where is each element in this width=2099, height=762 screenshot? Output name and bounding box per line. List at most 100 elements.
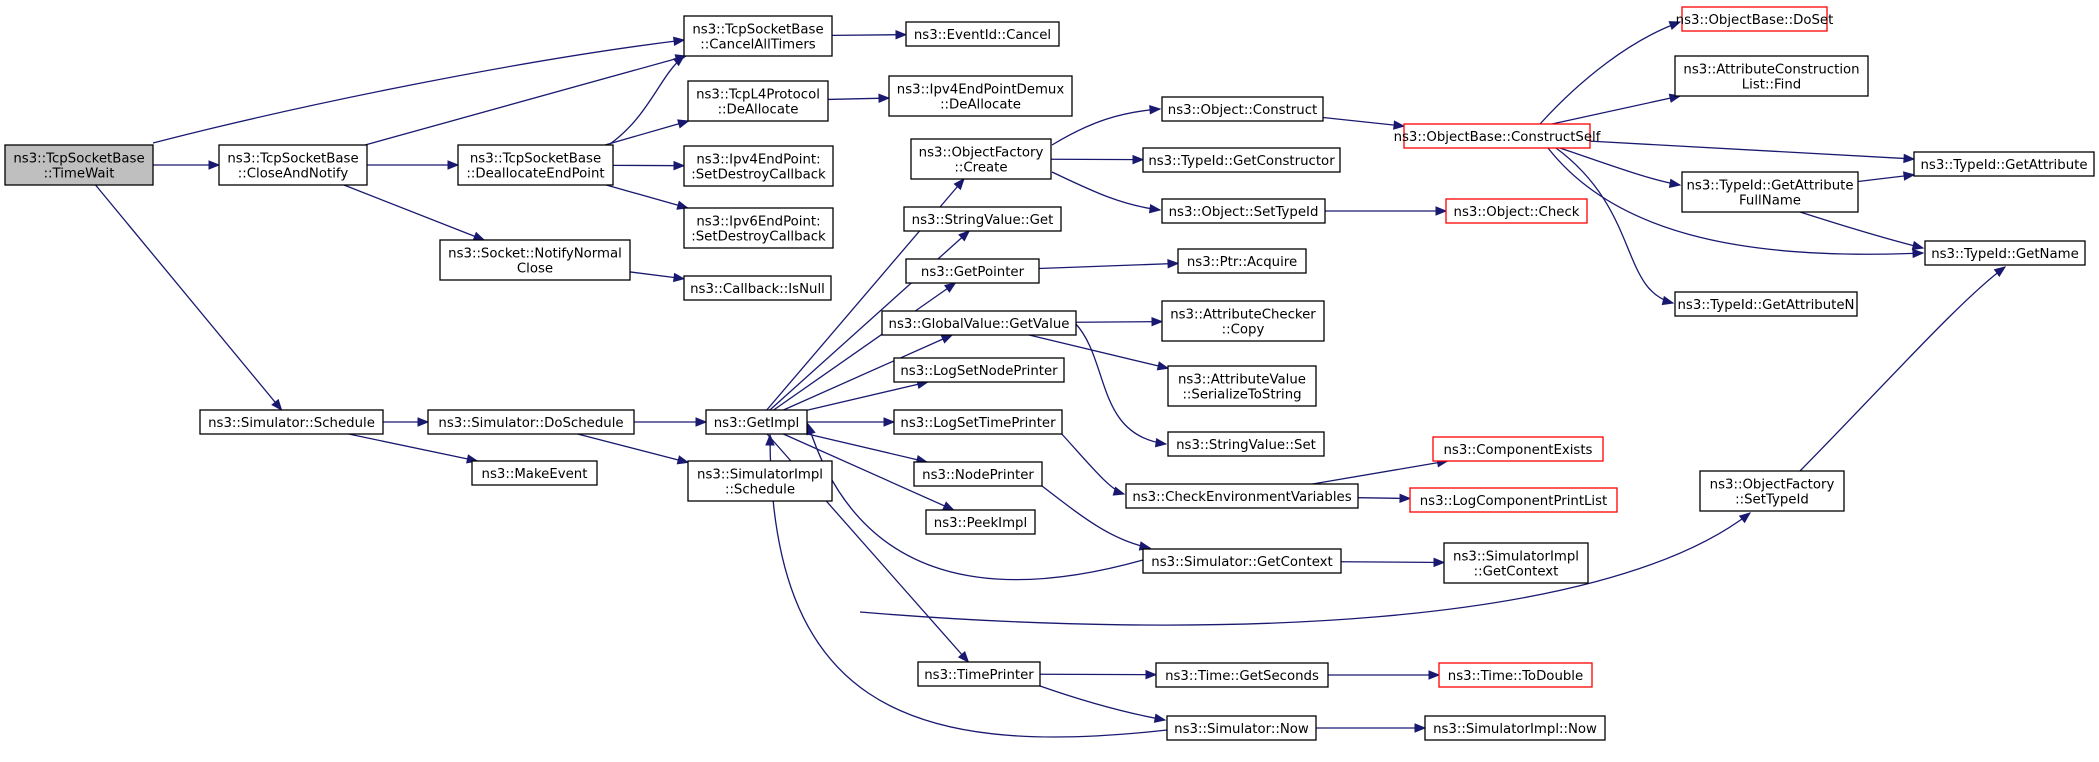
node-timewait[interactable]: ns3::TcpSocketBase::TimeWait xyxy=(4,144,154,186)
node-box xyxy=(1432,436,1604,462)
node-ipv6destroy[interactable]: ns3::Ipv6EndPoint::SetDestroyCallback xyxy=(683,207,834,249)
node-label-line: ns3::GetPointer xyxy=(921,265,1025,280)
node-box xyxy=(1681,6,1828,32)
node-simdoschedule[interactable]: ns3::Simulator::DoSchedule xyxy=(427,409,635,435)
node-cancelalltimers[interactable]: ns3::TcpSocketBase::CancelAllTimers xyxy=(683,15,833,57)
node-label-line: List::Find xyxy=(1742,78,1801,93)
node-objfactorycreate[interactable]: ns3::ObjectFactory::Create xyxy=(910,138,1052,180)
node-objcheck[interactable]: ns3::Object::Check xyxy=(1445,198,1588,224)
edge-timewait-to-closeandnotify xyxy=(153,160,221,170)
node-simimplschedule[interactable]: ns3::SimulatorImpl::Schedule xyxy=(687,460,833,502)
node-objbasedoset[interactable]: ns3::ObjectBase::DoSet xyxy=(1676,6,1834,32)
edge-timegetseconds-to-timetodouble xyxy=(1328,670,1441,680)
node-box xyxy=(1142,147,1341,173)
node-simimplnow[interactable]: ns3::SimulatorImpl::Now xyxy=(1424,715,1606,741)
node-objconstruct[interactable]: ns3::Object::Construct xyxy=(1161,96,1324,122)
node-simschedule[interactable]: ns3::Simulator::Schedule xyxy=(199,409,384,435)
node-label-line: ns3::Ipv4EndPointDemux xyxy=(897,83,1065,98)
node-label-line: ns3::Object::Construct xyxy=(1168,103,1317,118)
node-box xyxy=(457,144,614,186)
node-label-line: ns3::Simulator::Now xyxy=(1174,722,1309,737)
node-label-line: ::Schedule xyxy=(725,483,795,498)
node-label-line: ns3::PeekImpl xyxy=(934,516,1027,531)
node-box xyxy=(439,239,631,281)
node-stringvalueset[interactable]: ns3::StringValue::Set xyxy=(1167,431,1325,457)
node-timeprinter[interactable]: ns3::TimePrinter xyxy=(917,661,1041,687)
node-label-line: ::CloseAndNotify xyxy=(238,167,349,182)
node-closeandnotify[interactable]: ns3::TcpSocketBase::CloseAndNotify xyxy=(218,144,368,186)
node-box xyxy=(683,145,834,187)
edge-tcpl4dealloc-to-ipv4demuxdealloc xyxy=(827,93,891,104)
node-nodeprinter[interactable]: ns3::NodePrinter xyxy=(913,461,1043,487)
node-checkenv[interactable]: ns3::CheckEnvironmentVariables xyxy=(1125,483,1359,509)
edge-cancelalltimers-to-eventidcancel xyxy=(831,30,908,40)
node-box xyxy=(1161,96,1324,122)
node-label-line: ns3::Time::GetSeconds xyxy=(1165,669,1319,684)
node-makeevent[interactable]: ns3::MakeEvent xyxy=(471,460,598,486)
node-globalvaluegetvalue[interactable]: ns3::GlobalValue::GetValue xyxy=(881,310,1077,336)
edge-closeandnotify-to-notifynormalclose xyxy=(343,184,486,241)
edge-checkenv-to-componentexists xyxy=(1312,458,1449,485)
edge-typeidgetattributefullname-to-typeidgetname xyxy=(1799,211,1925,251)
node-simgetcontext[interactable]: ns3::Simulator::GetContext xyxy=(1142,548,1342,574)
node-box xyxy=(1674,291,1858,317)
node-componentexists[interactable]: ns3::ComponentExists xyxy=(1432,436,1604,462)
node-stringvalueget[interactable]: ns3::StringValue::Get xyxy=(903,206,1062,232)
node-timetodouble[interactable]: ns3::Time::ToDouble xyxy=(1438,662,1593,688)
node-box xyxy=(1177,248,1307,274)
node-ptracquire[interactable]: ns3::Ptr::Acquire xyxy=(1177,248,1307,274)
edge-objbaseconstructself-to-objbasedoset xyxy=(1539,21,1682,125)
node-label-line: ns3::Socket::NotifyNormal xyxy=(448,247,622,262)
node-label-line: ns3::AttributeChecker xyxy=(1170,308,1316,323)
node-box xyxy=(1681,171,1859,213)
edge-deallocateendpoint-to-ipv4destroy xyxy=(612,160,686,171)
node-objfactorysettypeid[interactable]: ns3::ObjectFactory::SetTypeId xyxy=(1699,470,1845,512)
node-box xyxy=(905,258,1040,284)
node-label-line: ::DeAllocate xyxy=(718,103,799,118)
node-label-line: ::Copy xyxy=(1222,323,1265,338)
node-timegetseconds[interactable]: ns3::Time::GetSeconds xyxy=(1155,662,1329,688)
node-tcpl4dealloc[interactable]: ns3::TcpL4Protocol::DeAllocate xyxy=(687,80,829,122)
node-objsettypeid[interactable]: ns3::Object::SetTypeId xyxy=(1161,198,1326,224)
node-label-line: ns3::Simulator::DoSchedule xyxy=(438,416,623,431)
node-objbaseconstructself[interactable]: ns3::ObjectBase::ConstructSelf xyxy=(1394,123,1601,149)
node-typeidgetattribute[interactable]: ns3::TypeId::GetAttribute xyxy=(1913,151,2095,177)
node-box xyxy=(1155,662,1329,688)
edge-getpointer-to-ptracquire xyxy=(1038,259,1180,270)
node-attrcheckercopy[interactable]: ns3::AttributeChecker::Copy xyxy=(1161,300,1325,342)
node-deallocateendpoint[interactable]: ns3::TcpSocketBase::DeallocateEndPoint xyxy=(457,144,614,186)
node-logsetnodeprinter[interactable]: ns3::LogSetNodePrinter xyxy=(893,357,1065,383)
edge-closeandnotify-to-cancelalltimers xyxy=(364,54,688,146)
edge-getimpl-to-getpointer xyxy=(773,282,957,411)
node-getpointer[interactable]: ns3::GetPointer xyxy=(905,258,1040,284)
node-simnow[interactable]: ns3::Simulator::Now xyxy=(1166,715,1317,741)
node-ipv4destroy[interactable]: ns3::Ipv4EndPoint::SetDestroyCallback xyxy=(683,145,834,187)
node-logcomponentprintlist[interactable]: ns3::LogComponentPrintList xyxy=(1409,487,1618,513)
node-ipv4demuxdealloc[interactable]: ns3::Ipv4EndPointDemux::DeAllocate xyxy=(888,75,1073,117)
node-callbackisnull[interactable]: ns3::Callback::IsNull xyxy=(683,275,832,301)
call-graph-edges xyxy=(95,21,2007,738)
node-label-line: ns3::EventId::Cancel xyxy=(914,28,1051,43)
node-attrvalueserialize[interactable]: ns3::AttributeValue::SerializeToString xyxy=(1167,365,1317,407)
node-logsettimeprinter[interactable]: ns3::LogSetTimePrinter xyxy=(893,409,1063,435)
node-box xyxy=(683,207,834,249)
node-label-line: ::TimeWait xyxy=(44,167,115,182)
node-getimpl[interactable]: ns3::GetImpl xyxy=(705,409,808,435)
node-label-line: ns3::AttributeValue xyxy=(1178,373,1306,388)
node-label-line: ns3::TypeId::GetAttributeN xyxy=(1678,298,1855,313)
node-typeidgetconstructor[interactable]: ns3::TypeId::GetConstructor xyxy=(1142,147,1341,173)
node-peekimpl[interactable]: ns3::PeekImpl xyxy=(925,509,1036,535)
node-simimplgetcontext[interactable]: ns3::SimulatorImpl::GetContext xyxy=(1443,542,1589,584)
node-typeidgetname[interactable]: ns3::TypeId::GetName xyxy=(1924,240,2086,266)
edge-objbaseconstructself-to-typeidgetattributefullname xyxy=(1559,147,1682,188)
node-label-line: ::DeAllocate xyxy=(940,98,1021,113)
node-label-line: ns3::ObjectBase::DoSet xyxy=(1676,13,1834,28)
edge-objfactorycreate-to-typeidgetconstructor xyxy=(1050,154,1145,165)
node-label-line: ns3::Time::ToDouble xyxy=(1448,669,1583,684)
node-typeidgetattributen[interactable]: ns3::TypeId::GetAttributeN xyxy=(1674,291,1858,317)
node-eventidcancel[interactable]: ns3::EventId::Cancel xyxy=(905,21,1060,47)
